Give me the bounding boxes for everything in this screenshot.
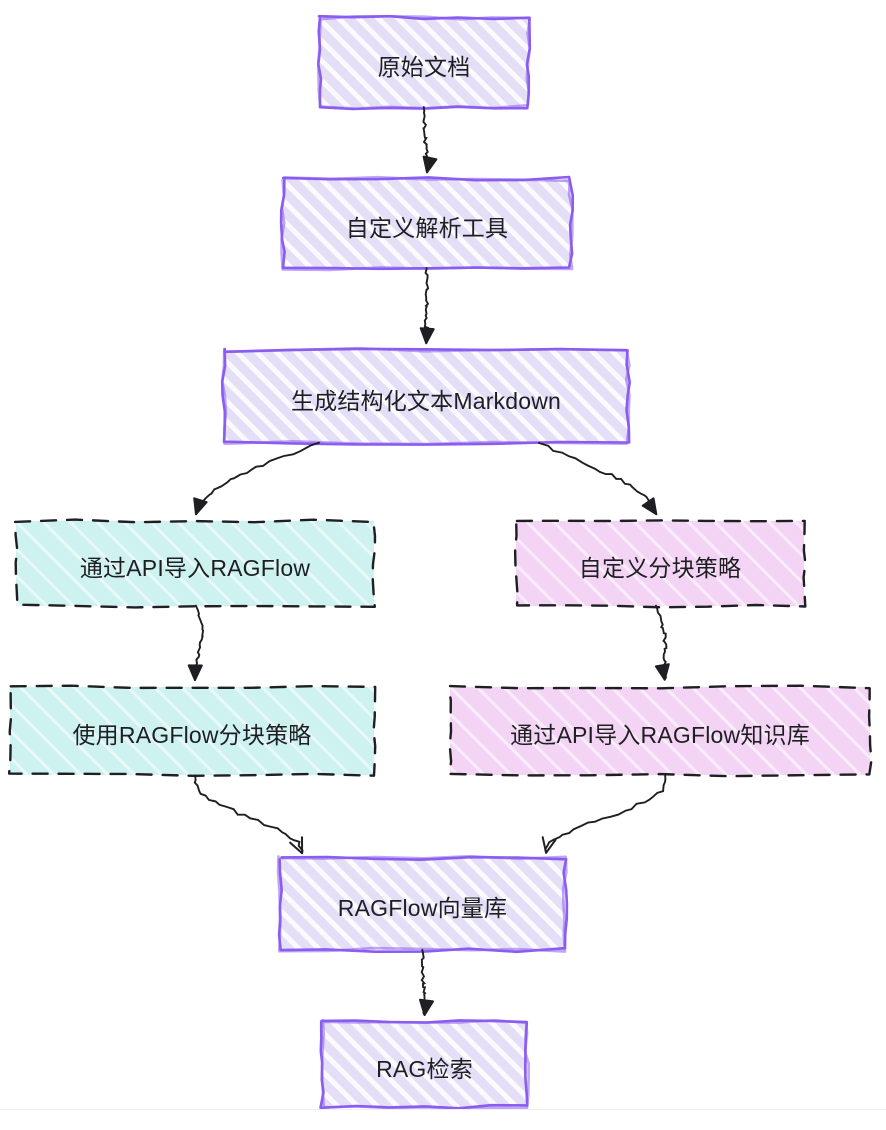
edge-e4 [538, 442, 658, 516]
node-hit-n6[interactable] [10, 687, 374, 775]
node-hit-n1[interactable] [320, 18, 528, 107]
node-n5[interactable] [513, 519, 807, 609]
edge-e3 [193, 441, 320, 516]
edge-line [195, 441, 320, 516]
node-hit-n8[interactable] [280, 858, 565, 950]
edge-arrowhead [419, 998, 434, 1016]
node-hit-n4[interactable] [16, 521, 374, 606]
edges-layer [187, 106, 670, 1016]
node-hatch [322, 1022, 527, 1107]
node-hatch [10, 687, 374, 775]
edge-e9 [419, 948, 434, 1016]
edge-e8 [541, 773, 667, 854]
edge-e5 [187, 604, 205, 682]
edge-arrowhead [193, 497, 208, 516]
edge-arrowhead [422, 155, 438, 174]
node-border [276, 854, 568, 953]
edge-arrowhead [654, 663, 670, 681]
node-hatch [516, 521, 804, 606]
edge-e2 [419, 267, 435, 345]
node-border [7, 684, 377, 777]
node-hatch [283, 179, 571, 268]
node-hit-n3[interactable] [224, 350, 628, 443]
node-n7[interactable] [447, 684, 873, 778]
node-n9[interactable] [319, 1018, 530, 1110]
edge-line [538, 442, 658, 516]
node-hit-n5[interactable] [516, 521, 804, 606]
node-border [280, 175, 574, 272]
node-hatch [280, 858, 565, 950]
node-n3[interactable] [220, 346, 631, 446]
edge-e1 [422, 106, 438, 174]
edge-arrowhead [289, 836, 304, 855]
node-hatch [16, 521, 374, 606]
node-n6[interactable] [7, 684, 377, 777]
node-n4[interactable] [13, 518, 377, 609]
node-hit-n7[interactable] [450, 687, 870, 775]
node-n1[interactable] [317, 14, 532, 111]
node-border [317, 15, 532, 110]
node-hit-n2[interactable] [283, 179, 571, 268]
node-border [13, 518, 377, 609]
node-hatch [224, 350, 628, 443]
edge-arrowhead [187, 664, 203, 682]
node-border [513, 519, 807, 609]
edge-arrowhead [641, 497, 658, 516]
bottom-divider [0, 1109, 886, 1110]
node-hatch [450, 687, 870, 775]
node-hit-n9[interactable] [322, 1022, 527, 1107]
node-border [220, 346, 631, 446]
nodes-layer [7, 14, 873, 1110]
edge-line [544, 773, 667, 854]
node-border [447, 684, 873, 778]
edge-e6 [654, 604, 670, 681]
node-hatch [320, 18, 528, 107]
node-n2[interactable] [279, 175, 574, 272]
edge-line [193, 774, 304, 855]
edge-arrowhead [541, 836, 557, 854]
edge-arrowhead [419, 327, 435, 345]
node-border [317, 14, 532, 111]
node-n8[interactable] [276, 854, 569, 954]
edge-e7 [193, 774, 304, 855]
node-border [320, 1018, 530, 1110]
